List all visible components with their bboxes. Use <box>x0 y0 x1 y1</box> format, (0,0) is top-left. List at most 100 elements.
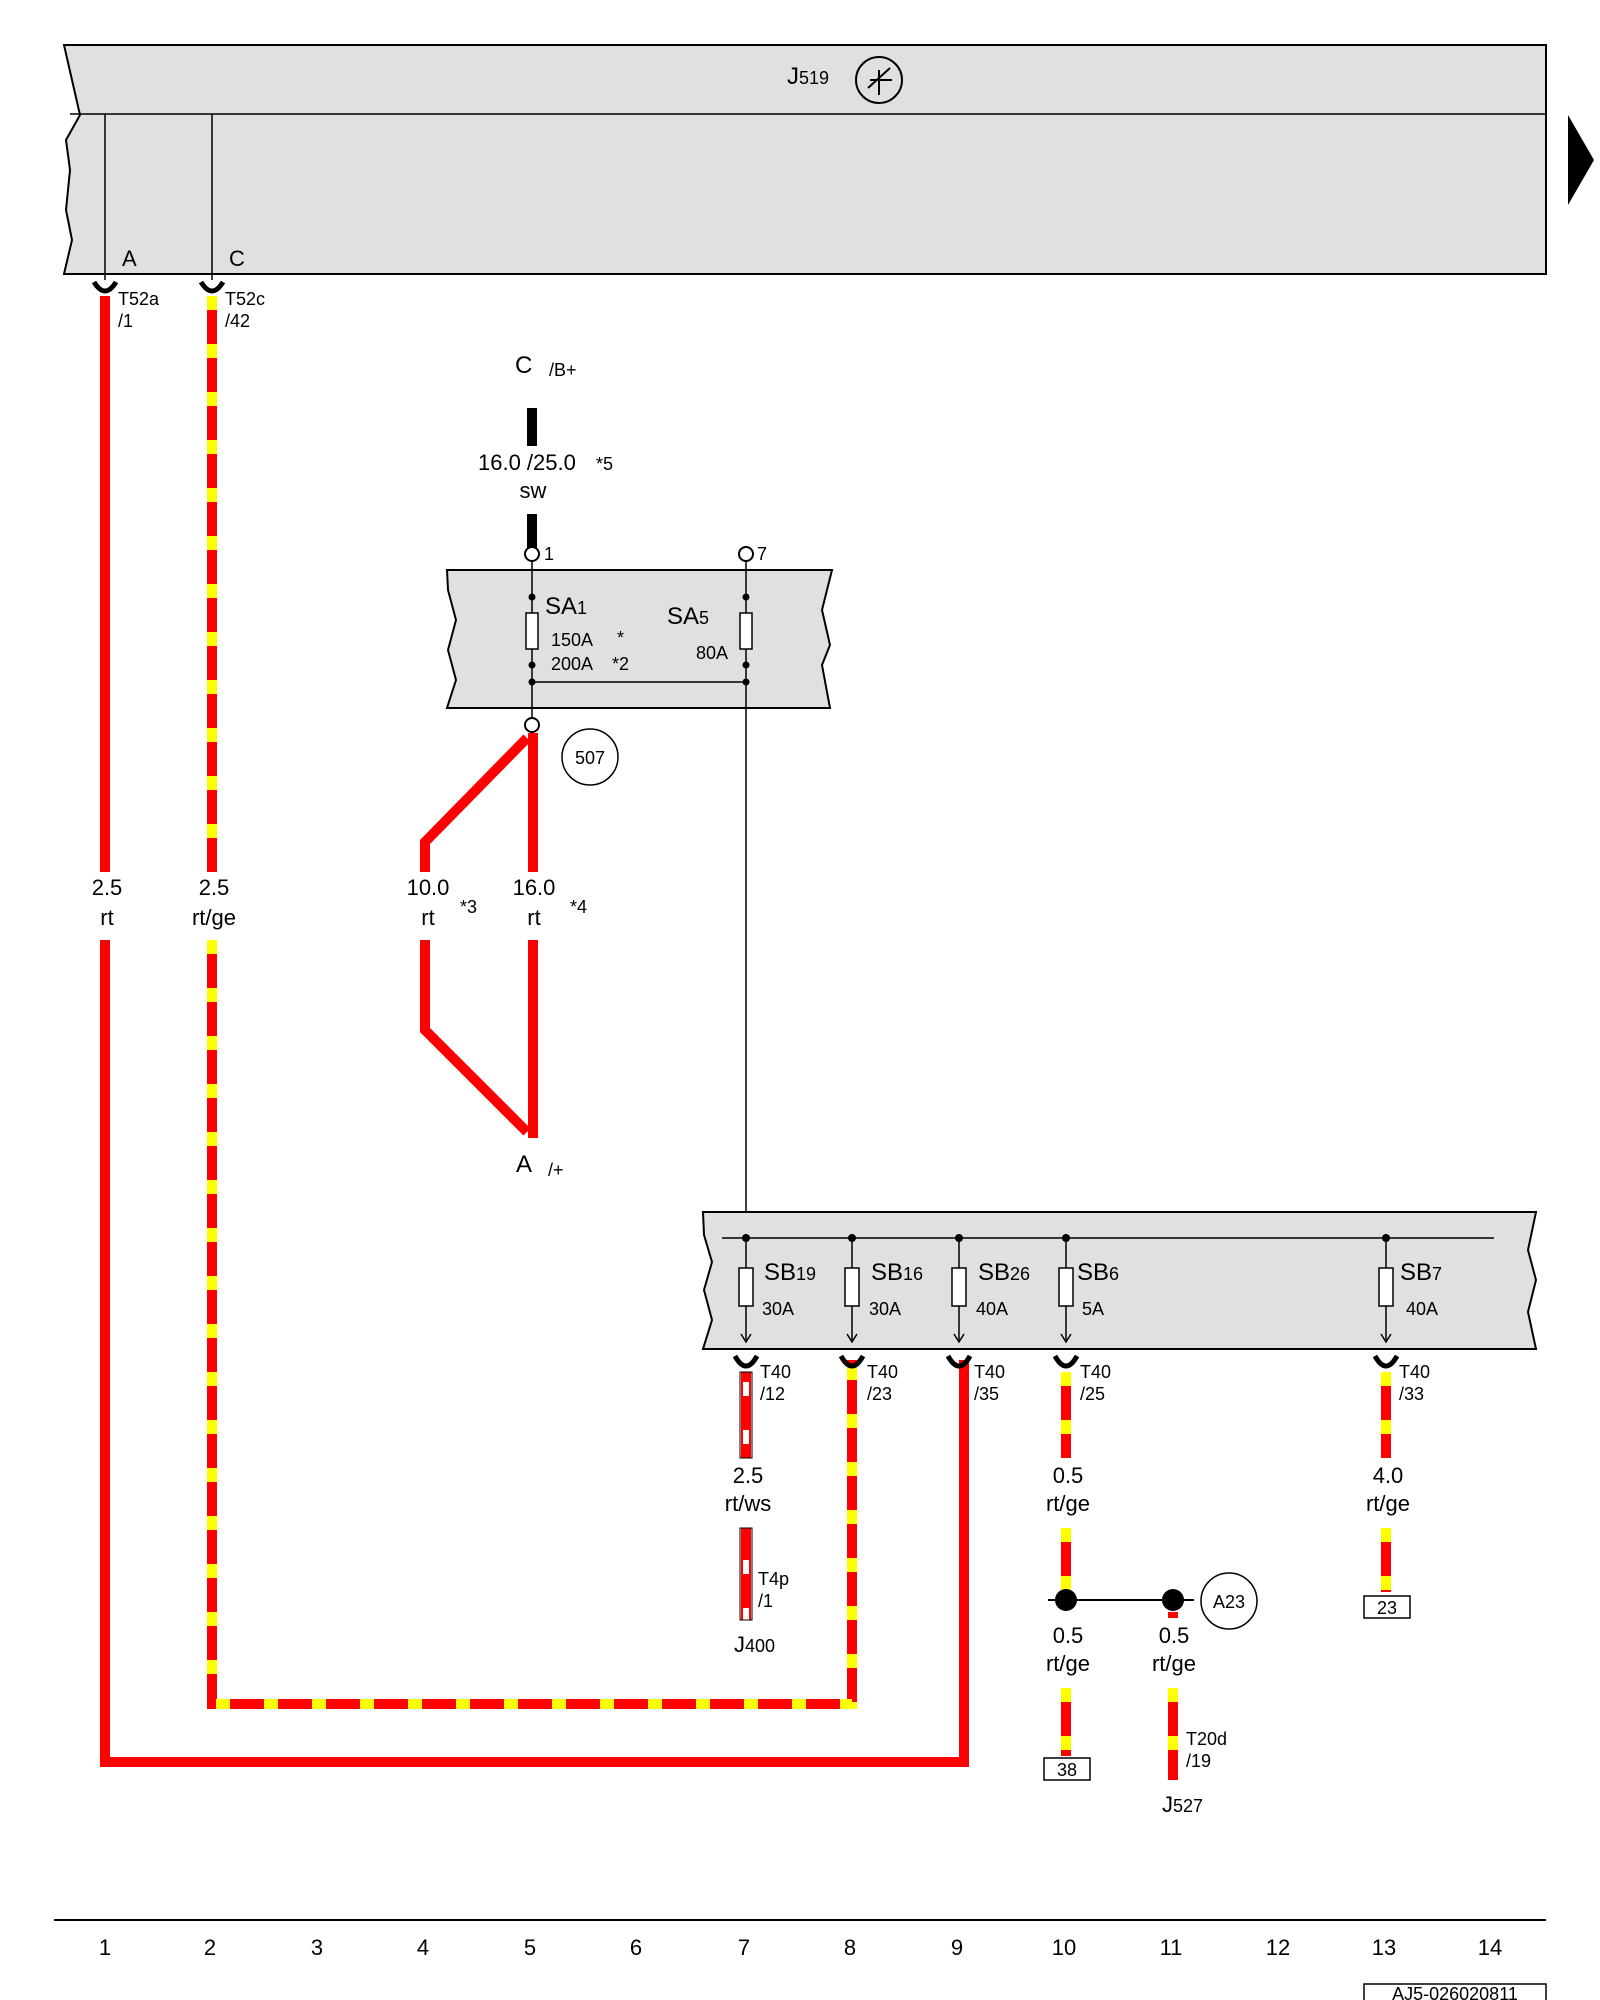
ref-507-badge <box>561 728 619 786</box>
fuse-sb26-name: SB26 <box>978 1259 1030 1286</box>
column-number-1: 1 <box>99 1935 111 1960</box>
sb-pin-cap-5 <box>1372 1354 1400 1369</box>
connector-t52c-pin: /42 <box>225 311 250 331</box>
column-number-13: 13 <box>1372 1935 1396 1960</box>
wire13-size: 4.0 <box>1373 1463 1404 1488</box>
sa-fuse-box <box>445 560 834 1220</box>
sa-terminal-7 <box>738 546 754 562</box>
a23-badge <box>1200 1572 1258 1630</box>
sb-fuse-elements <box>732 1234 1400 1369</box>
pin-sb-1-conn: T40 <box>760 1362 791 1382</box>
wire10b-color: rt/ge <box>1046 1651 1090 1676</box>
column-number-8: 8 <box>844 1935 856 1960</box>
splice-dot-right <box>1162 1589 1184 1611</box>
sa-terminal-7-label: 7 <box>757 544 767 564</box>
sb-fuse-2-arrow <box>846 1333 858 1344</box>
pin-cap-t52c <box>198 280 226 294</box>
column-number-2: 2 <box>204 1935 216 1960</box>
fuse-sb16-name: SB16 <box>871 1259 923 1286</box>
wire4-color: rt <box>421 905 434 930</box>
battery-suffix: /B+ <box>549 360 577 380</box>
connector-t52a: T52a <box>118 289 160 309</box>
pin-sb-5-pin: /33 <box>1399 1384 1424 1404</box>
pin-cap-t52a <box>91 280 119 294</box>
fuse-sb6-rating: 5A <box>1082 1299 1104 1319</box>
j519-label: J519 <box>787 63 829 90</box>
connector-t52c: T52c <box>225 289 265 309</box>
fuse-sa1-rating-b: 200A <box>551 654 593 674</box>
continue-arrow-icon <box>1568 115 1594 205</box>
wire1-color: rt <box>100 905 113 930</box>
sb-fuse-5-arrow <box>1380 1333 1392 1344</box>
column-number-11: 11 <box>1160 1935 1183 1960</box>
column-number-7: 7 <box>738 1935 750 1960</box>
pin-sb-5-conn: T40 <box>1399 1362 1430 1382</box>
ground-label: A <box>516 1151 532 1178</box>
fuse-sa1-rating-a: 150A <box>551 630 593 650</box>
fuse-sb19-rating: 30A <box>762 1299 794 1319</box>
box-23 <box>1363 1595 1411 1619</box>
battery-wire-color: sw <box>520 478 547 503</box>
fuse-sa5-rating: 80A <box>696 643 728 663</box>
sb-fuse-2-body <box>844 1267 860 1307</box>
splice-dot-left <box>1055 1589 1077 1611</box>
pin-sb-1-pin: /12 <box>760 1384 785 1404</box>
battery-wire-size: 16.0 /25.0 <box>478 450 576 475</box>
pin-sb-4-conn: T40 <box>1080 1362 1111 1382</box>
sa-terminal-1-label: 1 <box>544 544 554 564</box>
wire4-note: *3 <box>460 897 477 917</box>
fuse-sb19-name: SB19 <box>764 1259 816 1286</box>
fuse-sb7-rating: 40A <box>1406 1299 1438 1319</box>
sa-output-terminal <box>524 717 540 733</box>
pin-sb-2-conn: T40 <box>867 1362 898 1382</box>
fuse-sa1-note-b: *2 <box>612 654 629 674</box>
sb-fuse-4-arrow <box>1060 1333 1072 1344</box>
wire10-color: rt/ge <box>1046 1491 1090 1516</box>
diagram-id: AJ5-026020811 <box>1392 1984 1518 2000</box>
j400-connector: T4p <box>758 1569 789 1589</box>
sb-pin-cap-2 <box>838 1354 866 1369</box>
wire10-size: 0.5 <box>1053 1463 1084 1488</box>
wire13-color: rt/ge <box>1366 1491 1410 1516</box>
j519-module: J519 <box>62 44 1594 275</box>
column-number-12: 12 <box>1266 1935 1290 1960</box>
column-number-4: 4 <box>417 1935 429 1960</box>
column-number-14: 14 <box>1478 1935 1502 1960</box>
ground-symbol-icon <box>855 56 903 104</box>
battery-wire-note: *5 <box>596 454 613 474</box>
wire2-color: rt/ge <box>192 905 236 930</box>
wire10b-size: 0.5 <box>1053 1623 1084 1648</box>
battery-wire-top <box>527 408 537 446</box>
j400-pin: /1 <box>758 1591 773 1611</box>
wire5-color: rt <box>527 905 540 930</box>
j527-connector: T20d <box>1186 1729 1227 1749</box>
battery-label: C <box>515 352 532 379</box>
wire-column-1 <box>100 296 969 1767</box>
ground-suffix: /+ <box>548 1160 564 1180</box>
column-number-3: 3 <box>311 1935 323 1960</box>
j527-label: J527 <box>1162 1792 1203 1817</box>
sb-fuse-5-body <box>1378 1267 1394 1307</box>
ref-507-label: 507 <box>575 748 605 768</box>
wire5-size: 16.0 <box>513 875 556 900</box>
sb-fuse-box <box>701 1211 1538 1350</box>
sa-terminal-1 <box>524 546 540 562</box>
battery-wire-bottom <box>527 514 537 550</box>
pin-sb-4-pin: /25 <box>1080 1384 1105 1404</box>
column-number-6: 6 <box>630 1935 642 1960</box>
box-23-label: 23 <box>1377 1598 1397 1618</box>
pin-sb-3-conn: T40 <box>974 1362 1005 1382</box>
wire5-note: *4 <box>570 897 587 917</box>
fuse-sb7-name: SB7 <box>1400 1259 1442 1286</box>
wire-column-7 <box>739 1371 753 1621</box>
sb-pin-cap-1 <box>732 1354 760 1369</box>
wire11-color: rt/ge <box>1152 1651 1196 1676</box>
fuse-sa1-note-a: * <box>617 628 624 648</box>
diagram-id-box <box>1363 1983 1547 2000</box>
pin-sb-3-pin: /35 <box>974 1384 999 1404</box>
fuse-sb6-name: SB6 <box>1077 1259 1119 1286</box>
wire2-size: 2.5 <box>199 875 230 900</box>
wire11-size: 0.5 <box>1159 1623 1190 1648</box>
fuse-sb16-rating: 30A <box>869 1299 901 1319</box>
